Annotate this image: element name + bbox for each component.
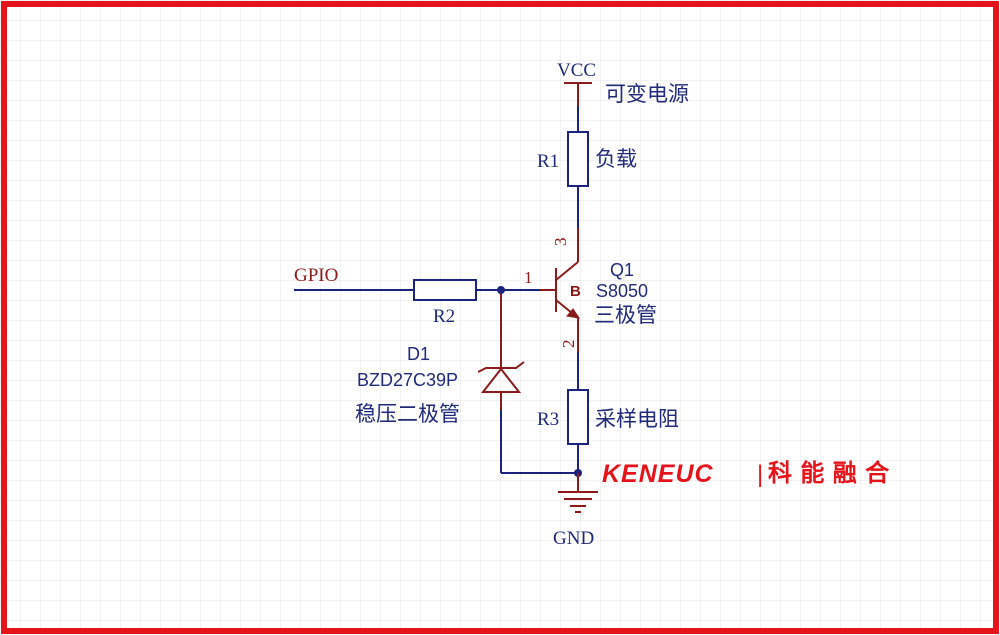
resistor-r1: R1 负载: [537, 131, 637, 187]
resistor-r3: R3 采样电阻: [537, 389, 679, 445]
d1-labels: D1 BZD27C39P 稳压二极管: [355, 344, 460, 426]
d1-note: 稳压二极管: [355, 402, 460, 426]
q1-note: 三极管: [594, 303, 657, 327]
resistor-r2: R2: [413, 279, 477, 327]
company-logo: KENEUC | 科 能 融 合: [602, 459, 890, 488]
r3-ref: R3: [537, 409, 559, 430]
r1-ref: R1: [537, 151, 559, 172]
zener-diode-d1: [477, 290, 525, 410]
r2-ref: R2: [433, 306, 455, 327]
d1-ref: D1: [407, 344, 430, 364]
junction-base-node: [497, 286, 505, 294]
pin2-label: 2: [559, 340, 578, 349]
gpio-label: GPIO: [294, 265, 338, 286]
transistor-q1: [540, 228, 581, 352]
r1-note: 负载: [595, 147, 637, 171]
vcc-note: 可变电源: [605, 82, 689, 106]
q1-collector-diag: [555, 261, 579, 281]
q1-part: S8050: [596, 281, 648, 301]
r3-note: 采样电阻: [595, 407, 679, 431]
q1-ref: Q1: [610, 260, 634, 280]
pin1-label: 1: [524, 268, 533, 287]
vcc-supply: VCC 可变电源: [557, 60, 689, 106]
ground-symbol: [558, 473, 598, 513]
q1-base-mark: B: [570, 283, 581, 300]
d1-part: BZD27C39P: [357, 370, 458, 390]
logo-separator: |: [757, 461, 763, 488]
logo-chinese: 科 能 融 合: [768, 459, 890, 487]
gnd-label: GND: [553, 528, 594, 549]
vcc-label: VCC: [557, 60, 596, 81]
q1-labels: 3 1 2 B Q1 S8050 三极管: [524, 238, 657, 349]
pin3-label: 3: [551, 238, 570, 247]
logo-brand: KENEUC: [602, 460, 714, 488]
q1-emitter-arrow: [566, 308, 581, 319]
